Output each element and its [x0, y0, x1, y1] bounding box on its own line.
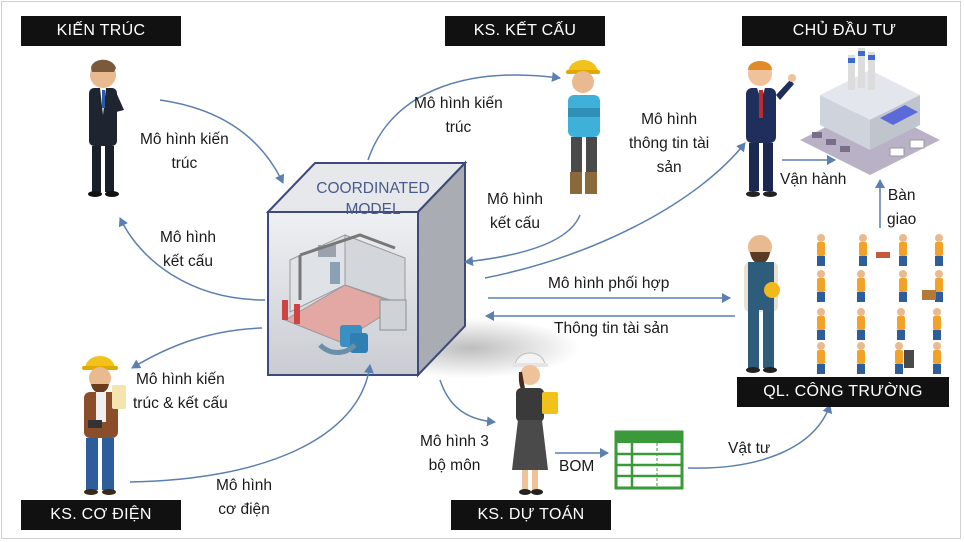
role-structural-engineer: KS. KẾT CẤU: [445, 16, 605, 46]
role-site-manager: QL. CÔNG TRƯỜNG: [737, 377, 949, 407]
factory-building-icon: [800, 48, 940, 175]
arrow-model-to-structural: [367, 72, 561, 161]
spreadsheet-bom-icon: [614, 430, 684, 490]
construction-workers-group-icon: [817, 234, 943, 374]
role-estimator: KS. DỰ TOÁN: [451, 500, 611, 530]
role-mep-engineer: KS. CƠ ĐIỆN: [21, 500, 181, 530]
mep-engineer-figure-icon: [82, 356, 126, 495]
building-services-model-icon: [282, 233, 407, 355]
label-bom: BOM: [559, 458, 595, 475]
arrow-mep-to-model: [129, 364, 374, 483]
arrow-model-to-estimator: [439, 379, 496, 427]
structural-engineer-figure-icon: [566, 60, 600, 194]
owner-figure-icon: [746, 61, 796, 197]
label-operation: Vận hành: [780, 171, 847, 188]
arrow-structural-to-model: [464, 214, 581, 267]
arrow-model-to-architect: [118, 217, 266, 301]
label-materials: Vật tư: [728, 440, 771, 457]
estimator-figure-icon: [512, 352, 558, 495]
coordinated-model-cube: [265, 160, 468, 378]
architect-figure-icon: [88, 59, 124, 197]
label-coordination-model: Mô hình phối hợp: [548, 275, 670, 292]
site-manager-figure-icon: [744, 235, 780, 373]
arrow-model-to-mep: [131, 327, 263, 369]
role-owner: CHỦ ĐẦU TƯ: [742, 16, 947, 46]
coordinated-model-title-line1: COORDINATED: [316, 180, 430, 197]
label-asset-info: Thông tin tài sản: [554, 320, 669, 337]
arrow-model-to-owner: [484, 142, 746, 279]
arrow-architect-to-model: [159, 99, 285, 184]
flow-arrows: [118, 72, 885, 483]
coordinated-model-title: COORDINATED MODEL: [308, 178, 438, 220]
arrow-materials: [687, 404, 833, 469]
coordinated-model-title-line2: MODEL: [345, 201, 401, 218]
role-architect: KIẾN TRÚC: [21, 16, 181, 46]
